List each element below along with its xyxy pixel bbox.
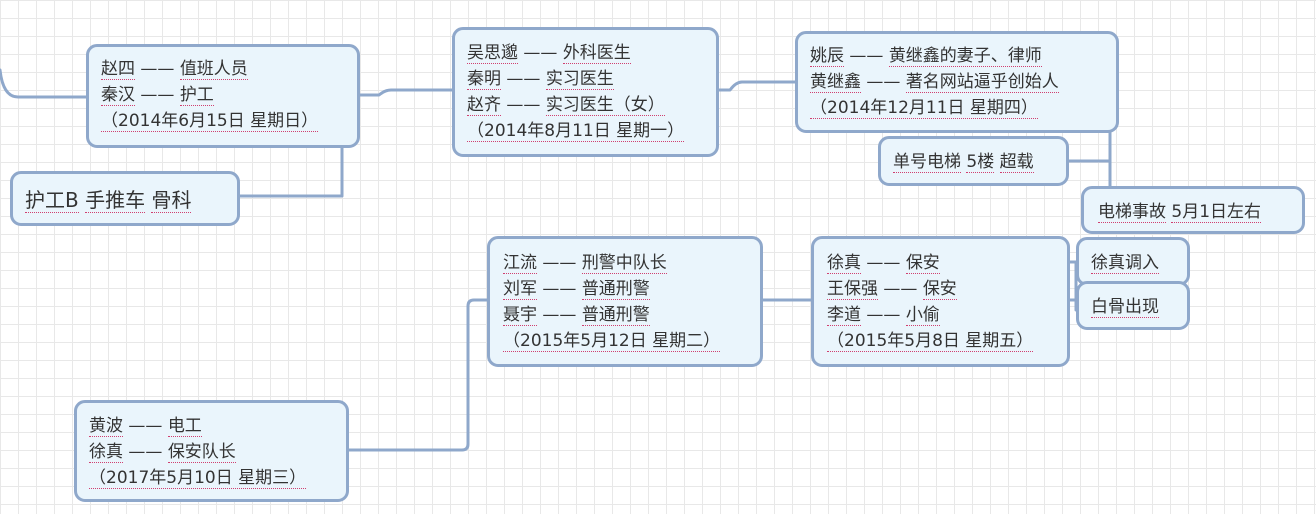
- node-line: 姚辰 —— 黄继鑫的妻子、律师: [810, 43, 1116, 69]
- person-name: 秦明: [467, 69, 501, 90]
- date-label: （2014年8月11日 星期一）: [467, 121, 685, 142]
- person-name: 刘军: [503, 279, 537, 300]
- dash: ——: [506, 69, 541, 89]
- tag-text: 5月1日左右: [1171, 202, 1262, 223]
- person-name: 徐真: [827, 253, 861, 274]
- dash: ——: [883, 279, 918, 299]
- node-date: （2014年12月11日 星期四）: [810, 95, 1116, 121]
- tag-text: 手推车: [85, 188, 146, 213]
- connector-wusimiao-to-yaochen: [716, 80, 799, 92]
- dash: ——: [542, 253, 577, 273]
- dash: ——: [849, 46, 884, 66]
- node-line: 秦汉 —— 护工: [101, 82, 357, 108]
- node-2015-05-08[interactable]: 徐真 —— 保安 王保强 —— 保安 李道 —— 小偷 （2015年5月8日 星…: [811, 236, 1070, 367]
- tag-text: 护工B: [25, 188, 79, 213]
- dash: ——: [542, 305, 577, 325]
- tag-text: 徐真调入: [1091, 253, 1159, 274]
- node-line: 赵齐 —— 实习医生（女）: [467, 92, 716, 118]
- person-role: 保安: [922, 279, 957, 300]
- person-name: 赵四: [101, 59, 135, 80]
- date-label: （2015年5月8日 星期五）: [827, 331, 1034, 352]
- person-role: 保安: [905, 253, 940, 274]
- connector-root-to-zhaosi: [0, 68, 88, 99]
- person-role: 刑警中队长: [581, 253, 667, 274]
- person-name: 聂宇: [503, 305, 537, 326]
- node-elevator-overload[interactable]: 单号电梯 5楼 超载: [878, 136, 1069, 186]
- person-name: 吴思邈: [467, 43, 518, 64]
- node-line: 黄波 —— 电工: [89, 413, 346, 439]
- node-line: 王保强 —— 保安: [827, 276, 1067, 302]
- person-name: 徐真: [89, 442, 123, 463]
- node-date: （2015年5月8日 星期五）: [827, 328, 1067, 354]
- dash: ——: [542, 279, 577, 299]
- connector-huangbo-to-jiangliu: [346, 298, 490, 452]
- dash: ——: [523, 43, 558, 63]
- dash: ——: [140, 85, 175, 105]
- node-date: （2015年5月12日 星期二）: [503, 328, 760, 354]
- connector-zhaosi-to-hugong: [236, 144, 344, 198]
- person-role: 实习医生: [545, 69, 614, 90]
- node-line: 刘军 —— 普通刑警: [503, 276, 760, 302]
- node-2014-06-15[interactable]: 赵四 —— 值班人员 秦汉 —— 护工 （2014年6月15日 星期日）: [86, 44, 360, 148]
- person-role: 护工: [179, 85, 214, 106]
- person-role: 著名网站逼乎创始人: [905, 72, 1059, 93]
- node-2017-05-10[interactable]: 黄波 —— 电工 徐真 —— 保安队长 （2017年5月10日 星期三）: [74, 400, 349, 502]
- person-name: 李道: [827, 305, 861, 326]
- tag-text: 电梯事故: [1098, 202, 1166, 223]
- dash: ——: [128, 442, 163, 462]
- tag-text: 骨科: [151, 188, 192, 213]
- tag-text: 单号电梯: [893, 152, 961, 173]
- person-role: 实习医生（女）: [545, 95, 665, 116]
- person-name: 黄波: [89, 416, 123, 437]
- person-role: 普通刑警: [581, 279, 650, 300]
- date-label: （2014年12月11日 星期四）: [810, 98, 1038, 119]
- node-line: 李道 —— 小偷: [827, 302, 1067, 328]
- node-elevator-accident[interactable]: 电梯事故 5月1日左右: [1081, 186, 1305, 234]
- person-name: 王保强: [827, 279, 878, 300]
- node-line: 徐真 —— 保安: [827, 250, 1067, 276]
- person-role: 值班人员: [179, 59, 248, 80]
- node-date: （2014年6月15日 星期日）: [101, 108, 357, 134]
- person-name: 赵齐: [467, 95, 501, 116]
- node-line: 徐真 —— 保安队长: [89, 439, 346, 465]
- person-name: 秦汉: [101, 85, 135, 106]
- person-name: 江流: [503, 253, 537, 274]
- node-date: （2017年5月10日 星期三）: [89, 465, 346, 491]
- dash: ——: [866, 253, 901, 273]
- dash: ——: [140, 59, 175, 79]
- node-2014-12-11[interactable]: 姚辰 —— 黄继鑫的妻子、律师 黄继鑫 —— 著名网站逼乎创始人 （2014年1…: [795, 31, 1119, 133]
- date-label: （2015年5月12日 星期二）: [503, 331, 721, 352]
- node-line: 秦明 —— 实习医生: [467, 66, 716, 92]
- node-xuzhen-transfer[interactable]: 徐真调入: [1076, 237, 1190, 286]
- person-role: 普通刑警: [581, 305, 650, 326]
- node-bones-found[interactable]: 白骨出现: [1076, 281, 1190, 330]
- person-role: 小偷: [905, 305, 940, 326]
- node-line: 聂宇 —— 普通刑警: [503, 302, 760, 328]
- dash: ——: [506, 95, 541, 115]
- person-role: 电工: [167, 416, 202, 437]
- node-2015-05-12[interactable]: 江流 —— 刑警中队长 刘军 —— 普通刑警 聂宇 —— 普通刑警 （2015年…: [487, 236, 763, 367]
- node-line: 赵四 —— 值班人员: [101, 56, 357, 82]
- node-date: （2014年8月11日 星期一）: [467, 118, 716, 144]
- tag-text: 5楼: [966, 152, 995, 173]
- dash: ——: [866, 72, 901, 92]
- tag-text: 白骨出现: [1091, 297, 1159, 318]
- dash: ——: [128, 416, 163, 436]
- node-2014-08-11[interactable]: 吴思邈 —— 外科医生 秦明 —— 实习医生 赵齐 —— 实习医生（女） （20…: [452, 27, 719, 157]
- person-role: 黄继鑫的妻子、律师: [888, 46, 1042, 67]
- person-role: 外科医生: [562, 43, 631, 64]
- connector-zhaosi-to-wusimiao: [357, 88, 456, 97]
- date-label: （2014年6月15日 星期日）: [101, 111, 319, 132]
- tag-text: 超载: [999, 152, 1034, 173]
- node-line: 江流 —— 刑警中队长: [503, 250, 760, 276]
- dash: ——: [866, 305, 901, 325]
- node-line: 吴思邈 —— 外科医生: [467, 40, 716, 66]
- person-role: 保安队长: [167, 442, 236, 463]
- node-line: 黄继鑫 —— 著名网站逼乎创始人: [810, 69, 1116, 95]
- date-label: （2017年5月10日 星期三）: [89, 468, 307, 489]
- person-name: 黄继鑫: [810, 72, 861, 93]
- person-name: 姚辰: [810, 46, 844, 67]
- node-hugong-b[interactable]: 护工B 手推车 骨科: [10, 171, 240, 226]
